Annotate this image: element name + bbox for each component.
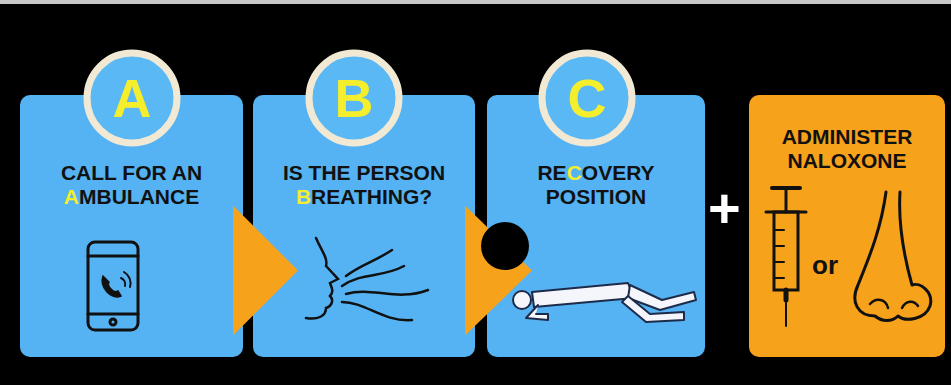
or-label: or: [812, 252, 838, 278]
breath-line: [342, 302, 412, 320]
syringe-icon: [766, 188, 806, 326]
scale-mark: [774, 245, 784, 247]
phone-icon: [88, 242, 138, 330]
text-part: CALL FOR AN: [61, 161, 202, 184]
phone-line: [88, 255, 138, 258]
signal-wave: [124, 272, 131, 287]
step-text: ADMINISTER NALOXONE: [749, 125, 945, 173]
text-part: REATHING?: [311, 185, 432, 208]
circle-outline: [309, 53, 399, 143]
nostril: [870, 300, 888, 308]
breath-line: [342, 266, 404, 286]
top-strip: [0, 0, 951, 4]
nose-icon: [855, 192, 931, 321]
highlight-letter: A: [64, 185, 79, 208]
flow-arrow: [233, 206, 298, 336]
step-letter-circle: B: [305, 49, 403, 147]
text-part: MBULANCE: [79, 185, 199, 208]
step-letter-circle: C: [538, 49, 636, 147]
step-letter: C: [568, 71, 607, 125]
scale-mark: [774, 261, 784, 263]
circle-outline: [542, 53, 632, 143]
step-text: CALL FOR AN AMBULANCE: [20, 161, 243, 209]
scale-mark: [774, 229, 784, 231]
highlight-letter: C: [567, 161, 582, 184]
figure-leg: [622, 296, 684, 322]
figure-body: [532, 283, 634, 307]
figure-arm: [526, 305, 548, 320]
nose-outline: [855, 192, 931, 321]
syringe-tip: [784, 290, 789, 300]
step-letter-circle: A: [83, 49, 181, 147]
text-part: IS THE PERSON: [283, 161, 445, 184]
figure-head: [513, 291, 531, 309]
flow-arrow: [465, 206, 532, 336]
plunger-rod: [785, 188, 788, 212]
needle: [785, 300, 787, 326]
phone-line: [88, 313, 138, 316]
breath-line: [346, 290, 428, 295]
text-part: RE: [537, 161, 566, 184]
black-dot: [481, 222, 529, 270]
plus-sign: +: [708, 180, 741, 236]
step-text: RECOVERY POSITION: [487, 161, 705, 209]
breathing-face-icon: [306, 238, 428, 320]
highlight-letter: B: [296, 185, 311, 208]
face-profile: [306, 238, 338, 319]
signal-wave: [121, 278, 125, 286]
scale-mark: [774, 277, 784, 279]
recovery-figure: [513, 283, 696, 322]
step-letter: A: [113, 71, 152, 125]
phone-body: [88, 242, 138, 330]
nostril: [902, 302, 918, 308]
step-letter: B: [335, 71, 374, 125]
handset-symbol: [102, 276, 121, 297]
step-text: IS THE PERSON BREATHING?: [253, 161, 475, 209]
phone-button: [110, 319, 116, 325]
circle-outline: [87, 53, 177, 143]
syringe-barrel: [774, 212, 798, 290]
